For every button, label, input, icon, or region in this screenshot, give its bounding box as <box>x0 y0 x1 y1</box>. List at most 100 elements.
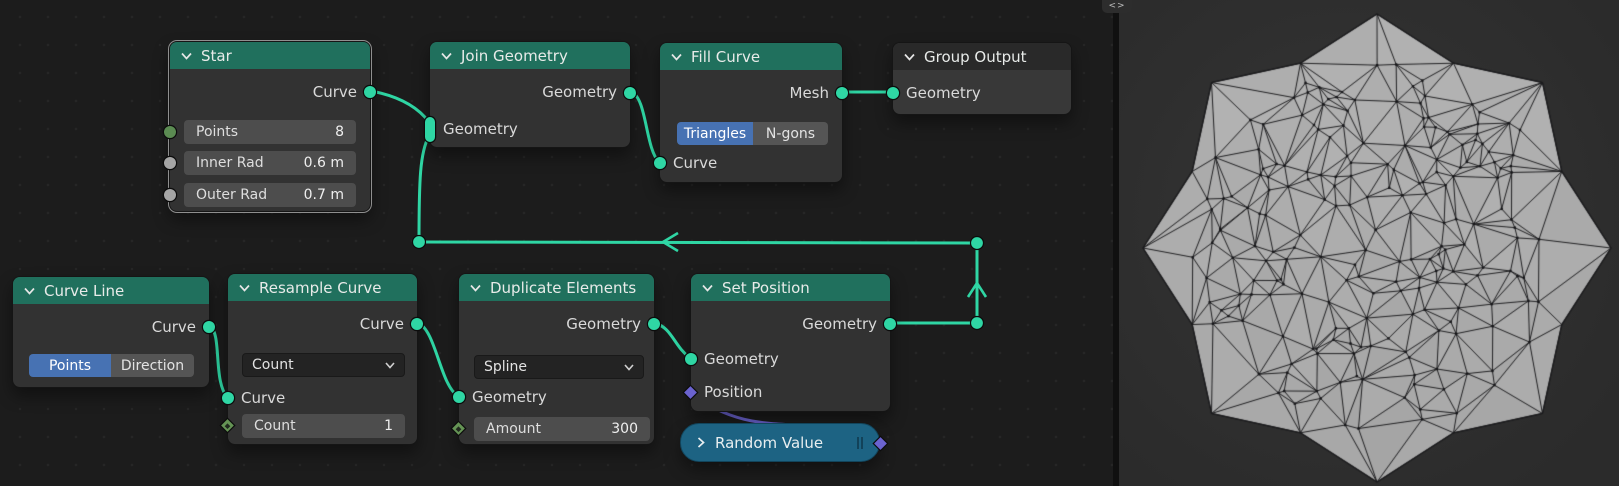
output-label-geometry: Geometry <box>542 83 617 101</box>
chevron-down-icon[interactable] <box>470 284 481 292</box>
field-value: 1 <box>384 418 393 434</box>
toggle-option-direction[interactable]: Direction <box>111 354 194 377</box>
field-amount[interactable]: Amount 300 <box>474 417 650 441</box>
chevron-down-icon <box>385 361 395 369</box>
input-label-geometry: Geometry <box>704 350 779 368</box>
node-duplicate-elements-header[interactable]: Duplicate Elements <box>459 274 654 301</box>
input-label-curve: Curve <box>241 389 286 407</box>
socket-output-curve[interactable] <box>364 86 376 98</box>
chevron-down-icon[interactable] <box>441 52 452 60</box>
field-value: 8 <box>335 124 344 140</box>
node-random-value[interactable]: Random Value <box>680 423 887 462</box>
node-resample-curve[interactable]: Resample Curve Curve Count Curve Count 1 <box>221 273 423 445</box>
domain-dropdown[interactable]: Spline <box>474 355 644 379</box>
socket-input-geometry[interactable] <box>453 391 465 403</box>
viewport-3d[interactable] <box>1119 0 1619 486</box>
node-star[interactable]: Star Curve Points 8 Inner Rad 0.6 m Oute… <box>164 41 376 212</box>
fill-mode-toggle: Triangles N-gons <box>677 122 828 145</box>
geometry-node-editor[interactable]: Star Curve Points 8 Inner Rad 0.6 m Oute… <box>0 0 1113 486</box>
node-resample-curve-header[interactable]: Resample Curve <box>228 274 417 301</box>
field-label: Count <box>254 418 296 434</box>
viewport-canvas[interactable] <box>1119 0 1619 486</box>
node-fill-curve-header[interactable]: Fill Curve <box>660 43 842 70</box>
chevron-right-icon[interactable] <box>697 437 705 448</box>
link-reroute-horizontal <box>418 240 978 245</box>
socket-input-geometry[interactable] <box>887 87 899 99</box>
socket-input-geometry[interactable] <box>685 353 697 365</box>
field-label: Points <box>196 124 239 140</box>
node-title: Resample Curve <box>259 278 382 297</box>
socket-input-curve[interactable] <box>222 392 234 404</box>
field-count[interactable]: Count 1 <box>242 414 405 438</box>
area-splitter[interactable] <box>1113 0 1119 486</box>
field-label: Amount <box>486 421 542 437</box>
link-arrow-up-icon <box>966 280 988 298</box>
dropdown-value: Count <box>252 357 294 373</box>
input-label-geometry: Geometry <box>906 84 981 102</box>
node-title: Random Value <box>715 433 824 452</box>
node-group-output[interactable]: Group Output Geometry <box>887 42 1072 115</box>
node-set-position[interactable]: Set Position Geometry Geometry Position <box>684 273 896 412</box>
node-title: Curve Line <box>44 281 125 300</box>
node-title: Fill Curve <box>691 47 761 66</box>
chevron-down-icon <box>624 363 634 371</box>
socket-multi-input-geometry[interactable] <box>425 117 435 142</box>
toggle-option-triangles[interactable]: Triangles <box>677 122 753 145</box>
node-set-position-header[interactable]: Set Position <box>691 274 890 301</box>
input-label-position: Position <box>704 383 763 401</box>
node-join-geometry-header[interactable]: Join Geometry <box>430 42 630 69</box>
field-value: 0.7 m <box>303 187 344 203</box>
node-curve-line[interactable]: Curve Line Curve Points Direction <box>12 276 215 388</box>
node-duplicate-elements[interactable]: Duplicate Elements Geometry Spline Geome… <box>452 273 660 445</box>
link-reroute-join <box>417 135 431 243</box>
node-title: Group Output <box>924 47 1027 66</box>
node-curve-line-header[interactable]: Curve Line <box>13 277 209 304</box>
link-arrow-left-icon <box>660 231 679 253</box>
toggle-option-ngons[interactable]: N-gons <box>753 122 828 145</box>
link-join-fillcurve <box>630 90 661 164</box>
node-fill-curve[interactable]: Fill Curve Mesh Triangles N-gons Curve <box>654 42 848 183</box>
chevron-down-icon[interactable] <box>702 284 713 292</box>
toggle-option-points[interactable]: Points <box>29 354 111 377</box>
field-outer-rad[interactable]: Outer Rad 0.7 m <box>184 183 356 207</box>
node-join-geometry[interactable]: Join Geometry Geometry Geometry <box>425 41 636 148</box>
socket-input-points[interactable] <box>164 126 176 138</box>
socket-input-curve[interactable] <box>654 157 666 169</box>
link-resample-duplicate <box>417 321 459 398</box>
output-label-curve: Curve <box>151 318 196 336</box>
chevron-down-icon[interactable] <box>24 287 35 295</box>
chevron-down-icon[interactable] <box>239 284 250 292</box>
socket-output-geometry[interactable] <box>884 318 896 330</box>
socket-output-geometry[interactable] <box>648 318 660 330</box>
resize-grip-icon[interactable] <box>857 436 863 449</box>
chevron-down-icon[interactable] <box>671 53 682 61</box>
field-inner-rad[interactable]: Inner Rad 0.6 m <box>184 151 356 175</box>
socket-output-mesh[interactable] <box>836 87 848 99</box>
dropdown-value: Spline <box>484 359 528 375</box>
reroute-node[interactable] <box>969 235 985 251</box>
socket-input-inner-rad[interactable] <box>164 157 176 169</box>
output-label-curve: Curve <box>359 315 404 333</box>
reroute-node[interactable] <box>411 234 427 250</box>
input-label-geometry: Geometry <box>443 120 518 138</box>
socket-input-outer-rad[interactable] <box>164 189 176 201</box>
socket-output-geometry[interactable] <box>624 87 636 99</box>
socket-output-curve[interactable] <box>203 321 215 333</box>
field-points[interactable]: Points 8 <box>184 120 356 144</box>
output-label-mesh: Mesh <box>789 84 830 102</box>
reroute-node[interactable] <box>969 315 985 331</box>
input-label-geometry: Geometry <box>472 388 547 406</box>
socket-output-curve[interactable] <box>411 318 423 330</box>
node-star-header[interactable]: Star <box>170 42 370 69</box>
field-label: Inner Rad <box>196 155 264 171</box>
node-title: Star <box>201 46 232 65</box>
node-group-output-header[interactable]: Group Output <box>893 43 1071 70</box>
chevron-down-icon[interactable] <box>181 52 192 60</box>
node-title: Join Geometry <box>461 46 568 65</box>
link-duplicate-setposition <box>654 321 691 360</box>
mode-dropdown[interactable]: Count <box>242 353 405 377</box>
link-curveline-resample <box>208 324 229 398</box>
splitter-handle-icon[interactable]: <> <box>1102 0 1132 13</box>
chevron-down-icon[interactable] <box>904 53 915 61</box>
